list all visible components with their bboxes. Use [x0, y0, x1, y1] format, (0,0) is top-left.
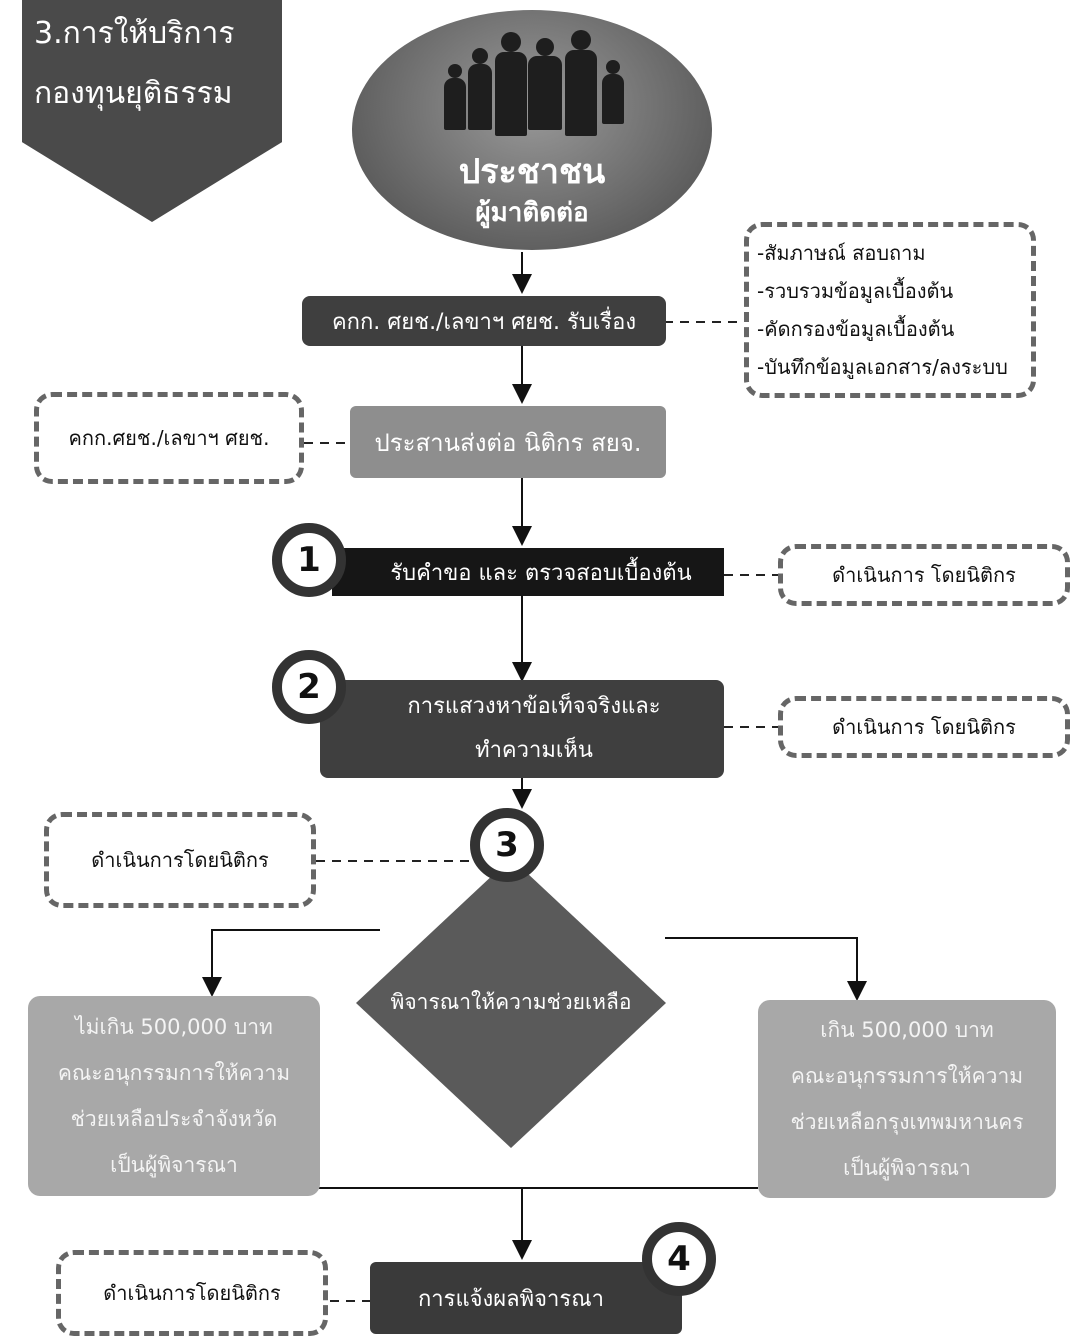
- receive-notes-box: -สัมภาษณ์ สอบถาม -รวบรวมข้อมูลเบื้องต้น …: [744, 222, 1036, 398]
- branch-right-line3: ช่วยเหลือกรุงเทพมหานคร: [790, 1110, 1024, 1134]
- step1-number-badge: 1: [272, 523, 346, 597]
- step4-box: การแจ้งผลพิจารณา: [370, 1262, 682, 1334]
- note-collect: -รวบรวมข้อมูลเบื้องต้น: [757, 279, 954, 303]
- step2-number: 2: [297, 667, 321, 707]
- start-title: ประชาชน: [458, 152, 606, 192]
- banner-title: 3.การให้บริการ: [34, 16, 235, 51]
- start-subtitle: ผู้มาติดต่อ: [475, 198, 589, 228]
- branch-left-box: ไม่เกิน 500,000 บาท คณะอนุกรรมการให้ความ…: [28, 996, 320, 1196]
- branch-right-line4: เป็นผู้พิจารณา: [843, 1156, 971, 1180]
- step4-number: 4: [667, 1239, 691, 1279]
- coordinate-note: คกก.ศยช./เลขาฯ ศยช.: [68, 426, 270, 450]
- step1-number: 1: [297, 540, 321, 580]
- branch-right-amount: เกิน 500,000 บาท: [820, 1018, 994, 1042]
- step3-number: 3: [495, 825, 519, 865]
- branch-left-line4: เป็นผู้พิจารณา: [110, 1153, 238, 1177]
- step2-note-box: ดำเนินการ โดยนิติกร: [778, 696, 1070, 758]
- receive-step-label: คกก. ศยช./เลขาฯ ศยช. รับเรื่อง: [331, 309, 637, 335]
- step2-number-badge: 2: [272, 650, 346, 724]
- step2-box: การแสวงหาข้อเท็จจริงและ ทำความเห็น: [320, 680, 724, 778]
- step2-note: ดำเนินการ โดยนิติกร: [832, 715, 1016, 739]
- note-interview: -สัมภาษณ์ สอบถาม: [757, 241, 926, 265]
- step1-note: ดำเนินการ โดยนิติกร: [832, 563, 1016, 587]
- start-oval: ประชาชน ผู้มาติดต่อ: [352, 10, 712, 250]
- coordinate-note-box: คกก.ศยช./เลขาฯ ศยช.: [34, 392, 304, 484]
- note-record: -บันทึกข้อมูลเอกสาร/ลงระบบ: [757, 355, 1008, 379]
- branch-right-box: เกิน 500,000 บาท คณะอนุกรรมการให้ความ ช่…: [758, 1000, 1056, 1198]
- step2-label-line1: การแสวงหาข้อเท็จจริงและ: [407, 694, 661, 719]
- step4-note: ดำเนินการโดยนิติกร: [103, 1281, 281, 1305]
- step1-label: รับคำขอ และ ตรวจสอบเบื้องต้น: [390, 560, 692, 586]
- coordinate-step-label: ประสานส่งต่อ นิติกร สยจ.: [374, 428, 642, 457]
- branch-left-line3: ช่วยเหลือประจำจังหวัด: [70, 1107, 278, 1131]
- step4-note-box: ดำเนินการโดยนิติกร: [56, 1250, 328, 1336]
- branch-left-line2: คณะอนุกรรมการให้ความ: [57, 1061, 291, 1085]
- coordinate-step-box: ประสานส่งต่อ นิติกร สยจ.: [350, 406, 666, 478]
- step3-note-box: ดำเนินการโดยนิติกร: [44, 812, 316, 908]
- banner-subtitle: กองทุนยุติธรรม: [34, 76, 233, 111]
- step1-box: รับคำขอ และ ตรวจสอบเบื้องต้น: [332, 548, 724, 596]
- step4-label: การแจ้งผลพิจารณา: [417, 1286, 604, 1312]
- step3-label: พิจารณาให้ความช่วยเหลือ: [390, 990, 632, 1014]
- note-screen: -คัดกรองข้อมูลเบื้องต้น: [757, 317, 955, 341]
- step4-number-badge: 4: [642, 1222, 716, 1296]
- step2-label-line2: ทำความเห็น: [475, 738, 593, 763]
- branch-left-amount: ไม่เกิน 500,000 บาท: [75, 1015, 273, 1039]
- step3-number-badge: 3: [470, 808, 544, 882]
- receive-step-box: คกก. ศยช./เลขาฯ ศยช. รับเรื่อง: [302, 296, 666, 346]
- step1-note-box: ดำเนินการ โดยนิติกร: [778, 544, 1070, 606]
- branch-right-line2: คณะอนุกรรมการให้ความ: [790, 1064, 1024, 1088]
- step3-note: ดำเนินการโดยนิติกร: [91, 848, 269, 872]
